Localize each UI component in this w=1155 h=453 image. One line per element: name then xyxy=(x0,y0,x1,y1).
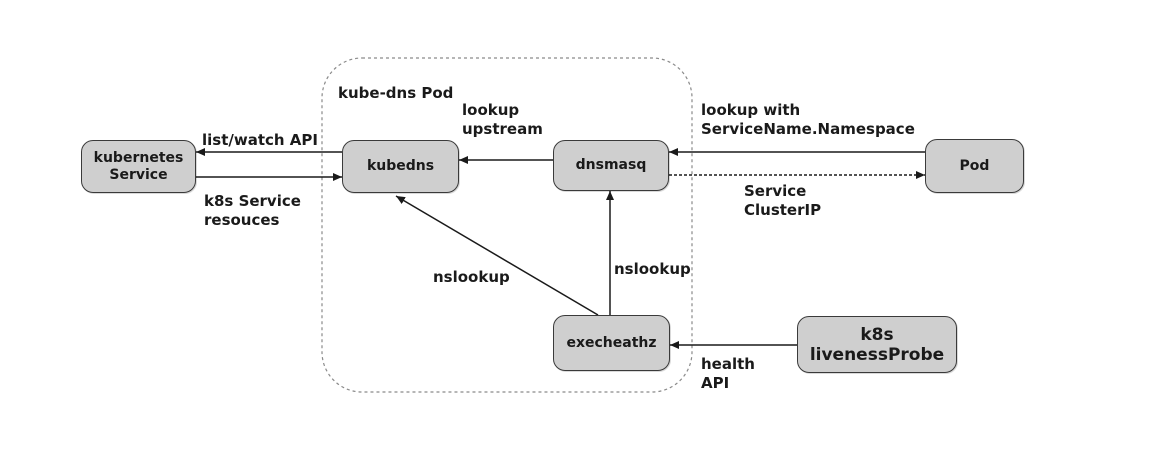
label-lookup-with-servicename: lookup with ServiceName.Namespace xyxy=(701,101,915,139)
pod-label: Pod xyxy=(959,157,990,174)
kube-dns-pod-title: kube-dns Pod xyxy=(338,84,454,102)
label-nslookup-vertical: nslookup xyxy=(614,260,691,278)
execheathz-label: execheathz xyxy=(566,334,657,351)
liveness-probe-node: k8s livenessProbe xyxy=(797,316,957,373)
liveness-probe-line1: k8s xyxy=(860,324,894,345)
label-k8s-service-line1: k8s Service xyxy=(204,192,301,210)
label-lookup-upstream: lookup upstream xyxy=(462,101,543,139)
label-health-api: health API xyxy=(701,355,755,393)
label-health-line1: health xyxy=(701,355,755,373)
execheathz-node: execheathz xyxy=(553,315,670,371)
label-nslookup-diagonal: nslookup xyxy=(433,268,510,286)
label-k8s-service-line2: resouces xyxy=(204,211,280,229)
dnsmasq-node: dnsmasq xyxy=(553,140,669,191)
kubedns-node: kubedns xyxy=(342,140,459,193)
kubernetes-service-line1: kubernetes xyxy=(93,149,184,166)
label-lookup-with-line2: ServiceName.Namespace xyxy=(701,120,915,138)
liveness-probe-line2: livenessProbe xyxy=(809,344,945,365)
pod-node: Pod xyxy=(925,139,1024,193)
edge-nslookup-kubedns xyxy=(395,195,599,316)
label-service-clusterip: Service ClusterIP xyxy=(744,182,821,220)
kubernetes-service-line2: Service xyxy=(109,166,168,183)
kubernetes-service-node: kubernetes Service xyxy=(81,140,196,193)
label-lookup-line1: lookup xyxy=(462,101,520,119)
label-health-line2: API xyxy=(701,374,730,392)
label-lookup-line2: upstream xyxy=(462,120,543,138)
label-k8s-service-resources: k8s Service resouces xyxy=(204,192,301,230)
label-service-line1: Service xyxy=(744,182,807,200)
label-lookup-with-line1: lookup with xyxy=(701,101,801,119)
label-service-line2: ClusterIP xyxy=(744,201,822,219)
dnsmasq-label: dnsmasq xyxy=(575,157,647,173)
label-list-watch-api: list/watch API xyxy=(202,131,318,149)
kubedns-label: kubedns xyxy=(366,158,435,174)
kube-dns-pod-container xyxy=(321,57,693,393)
